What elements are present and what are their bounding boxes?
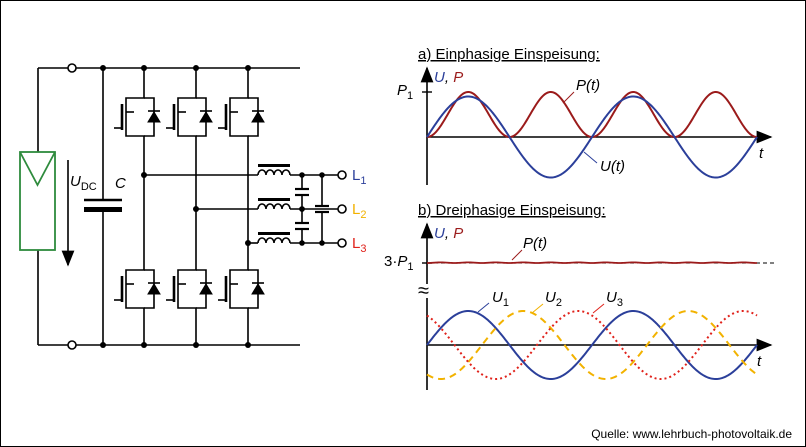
plot-a-ylabel: U, P	[434, 69, 463, 86]
ac-filter	[144, 164, 338, 246]
pv-module-icon	[19, 151, 56, 251]
source-credit: Quelle: www.lehrbuch-photovoltaik.de	[591, 427, 792, 441]
inductor-icon	[257, 237, 291, 244]
output-L1-label: L1	[352, 167, 366, 187]
plot-b-xlabel: t	[757, 353, 762, 370]
plot-a-voltage-label: U(t)	[600, 158, 625, 175]
igbt-upper-1	[114, 90, 161, 146]
udc-label: UDC	[70, 173, 97, 193]
plot-b-series-u1	[426, 309, 758, 381]
plot-a-ytick: P1	[397, 82, 413, 102]
plot-b-series-power	[426, 261, 758, 264]
plot-a-series-voltage	[426, 95, 758, 179]
dc-terminal-top	[67, 63, 77, 73]
plot-b-title: b) Dreiphasige Einspeisung:	[418, 202, 606, 219]
capacitor-label: C	[115, 175, 126, 192]
igbt-lower-1	[114, 262, 161, 318]
plot-single-phase: a) Einphasige Einspeisung: P1 U, P t P(t…	[397, 46, 773, 185]
plot-b-series-u2	[426, 309, 758, 381]
plot-a-title: a) Einphasige Einspeisung:	[418, 46, 600, 63]
output-L3-label: L3	[352, 235, 366, 255]
plot-three-phase: b) Dreiphasige Einspeisung: 3·P1 ≈ U, P …	[384, 202, 775, 390]
inductor-icon	[257, 169, 291, 176]
plot-b-u3-label: U3	[606, 289, 623, 309]
igbt-upper-3	[218, 90, 265, 146]
plot-a-xlabel: t	[759, 145, 764, 162]
dc-terminal-bottom	[67, 340, 77, 350]
axis-break-icon: ≈	[418, 280, 429, 302]
igbt-lower-3	[218, 262, 265, 318]
plot-b-u1-label: U1	[492, 289, 509, 309]
bridge-legs	[114, 65, 265, 348]
plot-b-u2-label: U2	[545, 289, 562, 309]
plot-b-power-label: P(t)	[523, 235, 547, 252]
plot-b-series-u3	[426, 309, 758, 381]
inductor-icon	[257, 203, 291, 210]
plot-a-power-label: P(t)	[576, 77, 600, 94]
plot-b-ytick: 3·P1	[384, 253, 413, 273]
igbt-upper-2	[166, 90, 213, 146]
plot-b-ylabel: U, P	[434, 225, 463, 242]
igbt-lower-2	[166, 262, 213, 318]
output-L2-label: L2	[352, 201, 366, 221]
